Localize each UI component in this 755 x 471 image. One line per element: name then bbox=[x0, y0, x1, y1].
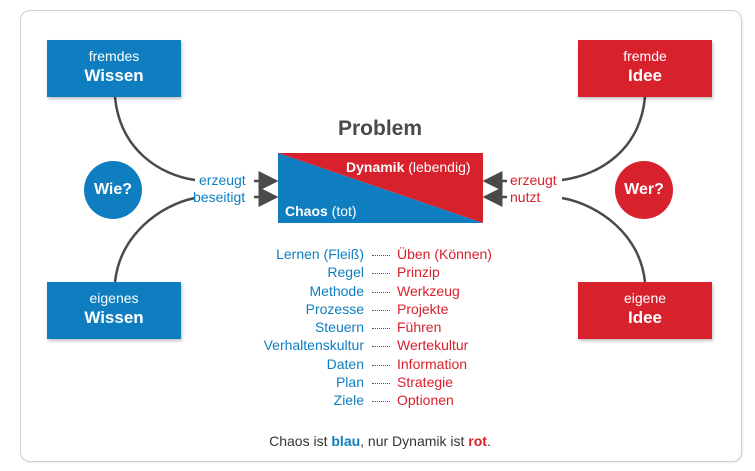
footer-blue-word: blau bbox=[331, 433, 361, 449]
problem-box bbox=[278, 153, 483, 223]
pair-row: Daten Information bbox=[220, 356, 540, 374]
footer-red-word: rot bbox=[468, 433, 487, 449]
pair-left: Lernen (Fleiß) bbox=[276, 246, 364, 262]
box-eigenes-wissen: eigenes Wissen bbox=[47, 282, 181, 339]
pair-right: Üben (Können) bbox=[397, 246, 492, 262]
pair-row: Prozesse Projekte bbox=[220, 301, 540, 319]
dotted-connector bbox=[372, 255, 390, 256]
box-eigene-idee: eigene Idee bbox=[578, 282, 712, 339]
footer-part1: Chaos ist bbox=[269, 433, 332, 449]
box-eigene-idee-line1: eigene bbox=[623, 290, 667, 306]
pair-row: Lernen (Fleiß) Üben (Können) bbox=[220, 246, 540, 264]
label-erzeugt-left: erzeugt bbox=[199, 172, 246, 188]
problem-dynamik-bold: Dynamik bbox=[346, 159, 405, 175]
footer-part2: , nur Dynamik ist bbox=[360, 433, 469, 449]
curve-bottom-right bbox=[561, 196, 647, 283]
box-fremdes-wissen-line2: Wissen bbox=[84, 66, 144, 85]
footer-part3: . bbox=[486, 433, 491, 449]
pair-right: Optionen bbox=[397, 392, 454, 409]
label-nutzt: nutzt bbox=[510, 189, 541, 205]
box-fremde-idee-line1: fremde bbox=[623, 48, 667, 64]
dotted-connector bbox=[372, 328, 390, 330]
pair-left: Prozesse bbox=[305, 300, 364, 317]
dotted-connector bbox=[372, 401, 390, 403]
pair-right: Information bbox=[397, 355, 468, 372]
problem-dynamik-label: Dynamik (lebendig) bbox=[346, 159, 471, 175]
dotted-connector bbox=[372, 309, 390, 311]
pair-list: Lernen (Fleiß) Üben (Können) Regel Prinzip… bbox=[220, 246, 540, 411]
pair-row: Verhaltenskultur Wertekultur bbox=[220, 337, 540, 355]
pair-left: Daten bbox=[326, 355, 364, 372]
pair-right: Projekte bbox=[397, 300, 449, 317]
pair-right: Wertekultur bbox=[397, 337, 469, 354]
dotted-connector bbox=[372, 291, 390, 293]
circle-wie: Wie? bbox=[84, 161, 142, 219]
problem-chaos-rest: (tot) bbox=[327, 203, 357, 219]
box-fremde-idee-line2: Idee bbox=[627, 66, 663, 85]
pair-row: Plan Strategie bbox=[220, 374, 540, 392]
pair-right: Führen bbox=[397, 319, 442, 336]
box-eigenes-wissen-line2: Wissen bbox=[84, 308, 144, 327]
pair-left: Verhaltenskultur bbox=[263, 337, 364, 354]
box-eigenes-wissen-line1: eigenes bbox=[89, 290, 139, 306]
problem-dynamik-rest: (lebendig) bbox=[404, 159, 471, 175]
problem-chaos-bold: Chaos bbox=[285, 203, 328, 219]
problem-chaos-label: Chaos (tot) bbox=[285, 203, 357, 219]
label-erzeugt-right: erzeugt bbox=[510, 172, 557, 188]
pair-row: Regel Prinzip bbox=[220, 264, 540, 282]
pair-left: Steuern bbox=[314, 319, 364, 336]
box-fremdes-wissen: fremdes Wissen bbox=[47, 40, 181, 97]
footer-caption: Chaos ist blau, nur Dynamik ist rot. bbox=[20, 433, 740, 449]
circle-wer: Wer? bbox=[615, 161, 673, 219]
pair-left: Ziele bbox=[333, 392, 364, 409]
diagram-title: Problem bbox=[337, 117, 423, 140]
pair-row: Methode Werkzeug bbox=[220, 283, 540, 301]
curve-bottom-left bbox=[113, 196, 196, 283]
pair-left: Methode bbox=[309, 282, 364, 299]
curve-top-right bbox=[561, 96, 647, 182]
pair-left: Regel bbox=[327, 264, 364, 281]
box-eigene-idee-line2: Idee bbox=[627, 308, 663, 327]
pair-right: Werkzeug bbox=[397, 282, 460, 299]
dotted-connector bbox=[372, 383, 390, 385]
pair-row: Steuern Führen bbox=[220, 319, 540, 337]
pair-right: Strategie bbox=[397, 374, 454, 391]
label-beseitigt: beseitigt bbox=[193, 189, 246, 205]
dotted-connector bbox=[372, 346, 390, 348]
box-fremde-idee: fremde Idee bbox=[578, 40, 712, 97]
dotted-connector bbox=[372, 273, 390, 275]
pair-right: Prinzip bbox=[397, 264, 440, 281]
box-fremdes-wissen-line1: fremdes bbox=[88, 48, 140, 64]
pair-row: Ziele Optionen bbox=[220, 392, 540, 410]
dotted-connector bbox=[372, 364, 390, 366]
pair-left: Plan bbox=[335, 374, 364, 391]
curve-top-left bbox=[113, 96, 196, 182]
